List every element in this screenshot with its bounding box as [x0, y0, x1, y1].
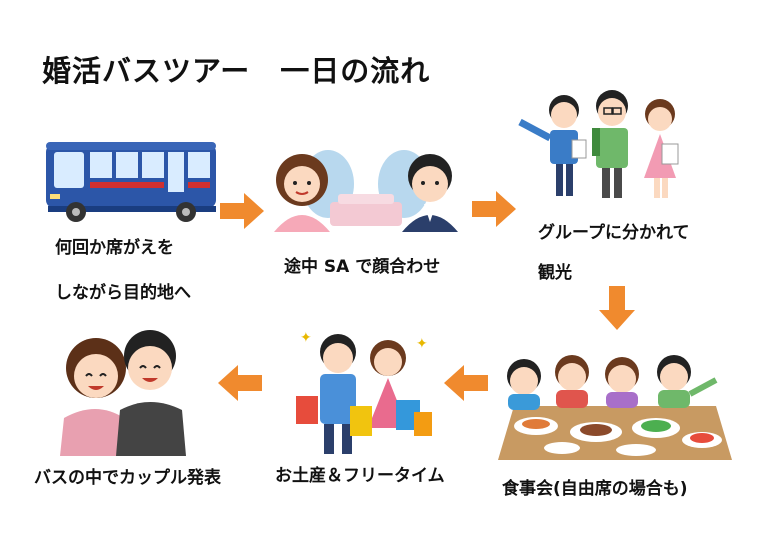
step-3-label-line-1: グループに分かれて [538, 223, 690, 243]
meeting-couple-icon [274, 150, 458, 232]
arrow-left-icon [218, 365, 262, 401]
svg-text:✦: ✦ [300, 330, 312, 346]
svg-text:✦: ✦ [416, 336, 428, 352]
arrow-right-icon [220, 193, 264, 229]
arrow-right-icon [472, 191, 516, 227]
step-4-label: 食事会(自由席の場合も) [502, 479, 688, 499]
happy-couple-icon [60, 330, 186, 456]
step-3-label-line-2: 観光 [538, 263, 572, 283]
page-title: 婚活バスツアー 一日の流れ [42, 54, 431, 88]
sightseeing-group-icon [518, 90, 679, 198]
arrow-down-icon [599, 286, 635, 330]
shopping-couple-icon: ✦ ✦ [296, 330, 432, 454]
arrow-left-icon [444, 365, 488, 401]
dinner-party-icon [498, 355, 732, 460]
step-5-label: お土産＆フリータイム [275, 466, 445, 486]
step-6-label: バスの中でカップル発表 [34, 468, 221, 488]
step-1-label-line-2: しながら目的地へ [55, 283, 191, 303]
step-1-label-line-1: 何回か席がえを [55, 238, 174, 258]
step-2-label: 途中 SA で顔合わせ [284, 257, 441, 277]
bus-icon [46, 142, 216, 222]
